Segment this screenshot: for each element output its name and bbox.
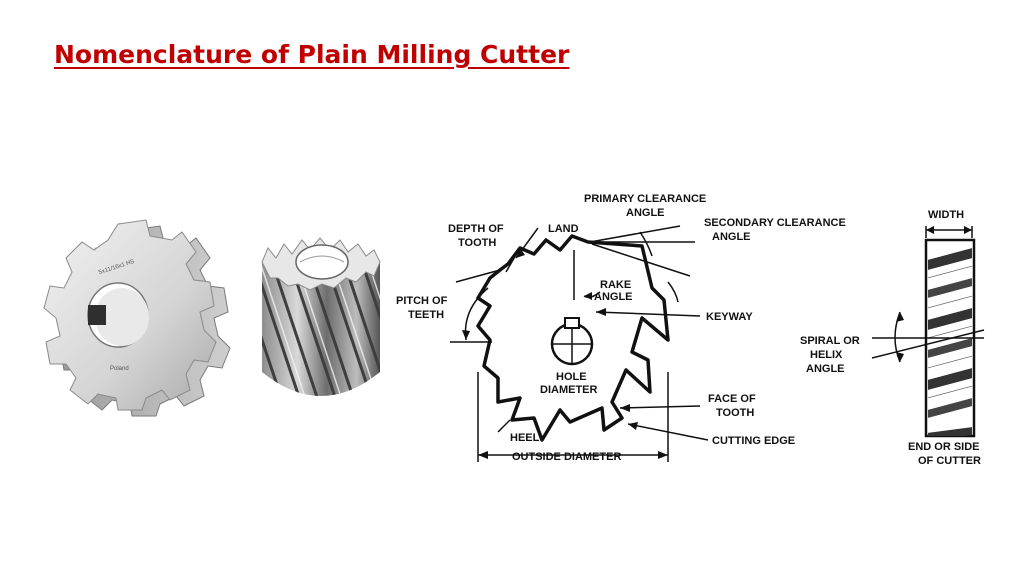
cutter-profile xyxy=(476,234,670,442)
hole-label-2: DIAMETER xyxy=(540,384,598,396)
side-milling-cutter-photo: 5x11/16x1 HS Poland xyxy=(43,219,231,417)
arrowheads xyxy=(462,248,668,459)
secondary-clearance-label-2: ANGLE xyxy=(712,231,751,243)
width-label: WIDTH xyxy=(928,209,964,221)
pitch-label-1: PITCH OF xyxy=(396,295,448,307)
heel-label: HEEL xyxy=(510,432,540,444)
depth-label-1: DEPTH OF xyxy=(448,223,504,235)
brand-stamp: Poland xyxy=(110,366,129,372)
cutting-edge-label: CUTTING EDGE xyxy=(712,435,795,447)
spiral-label-2: HELIX xyxy=(810,349,843,361)
outside-diameter-label: OUTSIDE DIAMETER xyxy=(512,451,621,463)
spiral-label-1: SPIRAL OR xyxy=(800,335,860,347)
primary-clearance-label-1: PRIMARY CLEARANCE xyxy=(584,193,706,205)
depth-label-2: TOOTH xyxy=(458,237,496,249)
bore xyxy=(295,244,349,280)
keyway-notch xyxy=(564,317,580,329)
nomenclature-diagram: PRIMARY CLEARANCE ANGLE SECONDARY CLEARA… xyxy=(396,193,846,463)
hole-label-1: HOLE xyxy=(556,371,587,383)
rake-label-1: RAKE xyxy=(600,279,631,291)
secondary-clearance-label-1: SECONDARY CLEARANCE xyxy=(704,217,846,229)
end-label-1: END OR SIDE xyxy=(908,441,980,453)
slide-title: Nomenclature of Plain Milling Cutter xyxy=(54,40,570,69)
helical-milling-cutter-photo xyxy=(261,237,381,396)
end-label-2: OF CUTTER xyxy=(918,455,981,467)
pitch-label-2: TEETH xyxy=(408,309,444,321)
leader-lines xyxy=(450,225,709,462)
land-label: LAND xyxy=(548,223,579,235)
keyway-slot xyxy=(88,305,106,325)
face-label-1: FACE OF xyxy=(708,393,756,405)
side-view-diagram: WIDTH xyxy=(800,209,985,467)
spiral-label-3: ANGLE xyxy=(806,363,845,375)
keyway-label: KEYWAY xyxy=(706,311,753,323)
rake-label-2: ANGLE xyxy=(594,291,633,303)
helix-hatching xyxy=(928,248,972,436)
face-label-2: TOOTH xyxy=(716,407,754,419)
primary-clearance-label-2: ANGLE xyxy=(626,207,665,219)
